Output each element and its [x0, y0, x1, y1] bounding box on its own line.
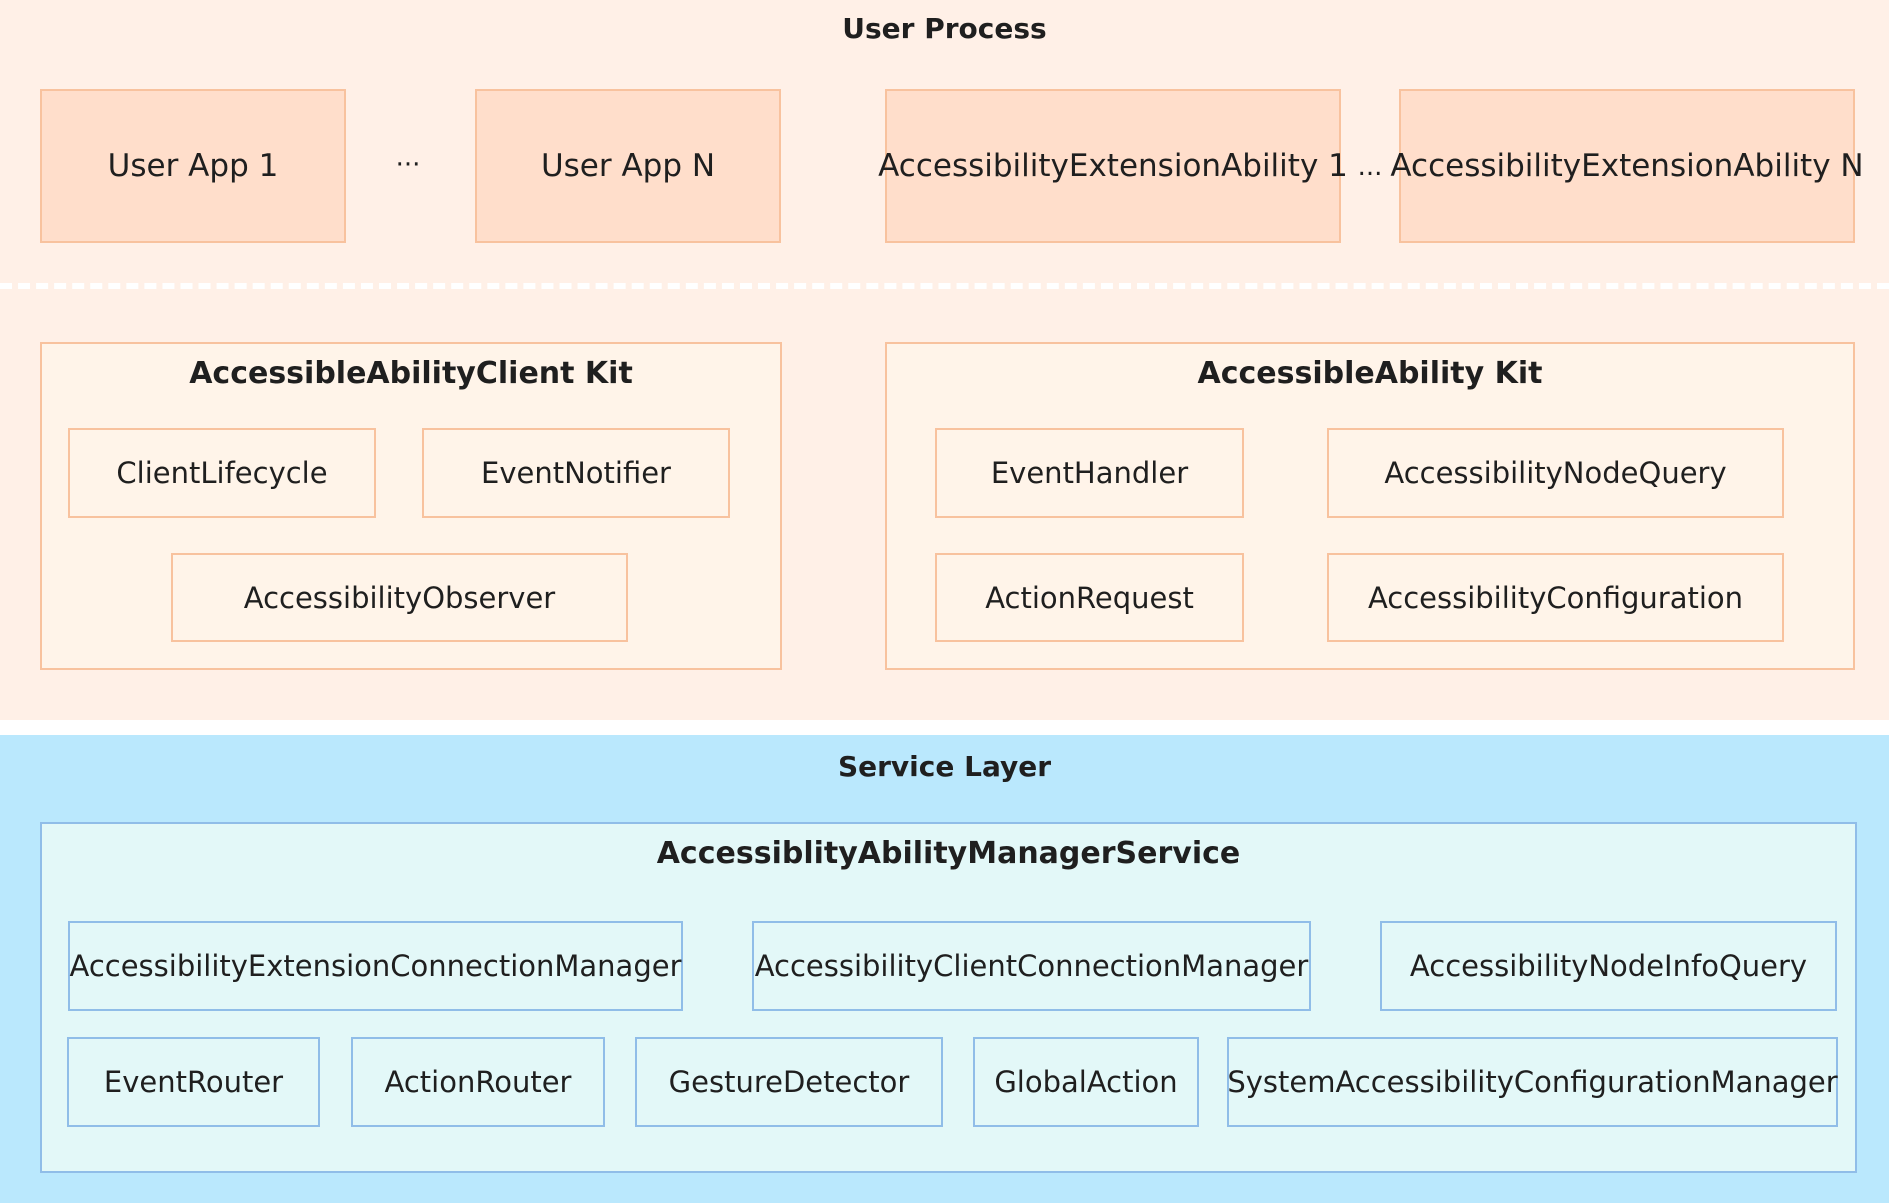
event-handler-box: EventHandler: [935, 428, 1244, 518]
extension-ability-1-box: AccessibilityExtensionAbility 1: [878, 89, 1348, 243]
action-router-box: ActionRouter: [351, 1037, 605, 1127]
manager-service-panel: AccessiblityAbilityManagerService Access…: [40, 822, 1857, 1173]
accessibility-observer-box: AccessibilityObserver: [171, 553, 628, 642]
system-configuration-manager-box: SystemAccessibilityConfigurationManager: [1227, 1037, 1838, 1127]
client-lifecycle-box: ClientLifecycle: [68, 428, 376, 518]
dashed-divider: [0, 283, 1889, 289]
user-process-title: User Process: [842, 12, 1047, 45]
ability-kit-panel: AccessibleAbility Kit EventHandler Acces…: [885, 342, 1855, 670]
ellipsis-extensions: ...: [1357, 152, 1383, 182]
user-app-1-box: User App 1: [40, 89, 346, 243]
global-action-box: GlobalAction: [973, 1037, 1199, 1127]
accessibility-node-query-box: AccessibilityNodeQuery: [1327, 428, 1784, 518]
client-kit-panel: AccessibleAbilityClient Kit ClientLifecy…: [40, 342, 782, 670]
node-info-query-box: AccessibilityNodeInfoQuery: [1380, 921, 1837, 1011]
manager-service-title: AccessiblityAbilityManagerService: [656, 836, 1241, 871]
ability-kit-title: AccessibleAbility Kit: [1197, 356, 1543, 391]
extension-ability-n-box: AccessibilityExtensionAbility N: [1390, 89, 1864, 243]
gesture-detector-box: GestureDetector: [635, 1037, 943, 1127]
accessibility-configuration-box: AccessibilityConfiguration: [1327, 553, 1784, 642]
client-connection-manager-box: AccessibilityClientConnectionManager: [752, 921, 1311, 1011]
service-layer-title: Service Layer: [837, 750, 1052, 783]
user-app-n-box: User App N: [475, 89, 781, 243]
event-router-box: EventRouter: [67, 1037, 320, 1127]
action-request-box: ActionRequest: [935, 553, 1244, 642]
extension-connection-manager-box: AccessibilityExtensionConnectionManager: [68, 921, 683, 1011]
client-kit-title: AccessibleAbilityClient Kit: [189, 356, 633, 391]
event-notifier-box: EventNotifier: [422, 428, 730, 518]
ellipsis-apps: ···: [395, 150, 421, 180]
